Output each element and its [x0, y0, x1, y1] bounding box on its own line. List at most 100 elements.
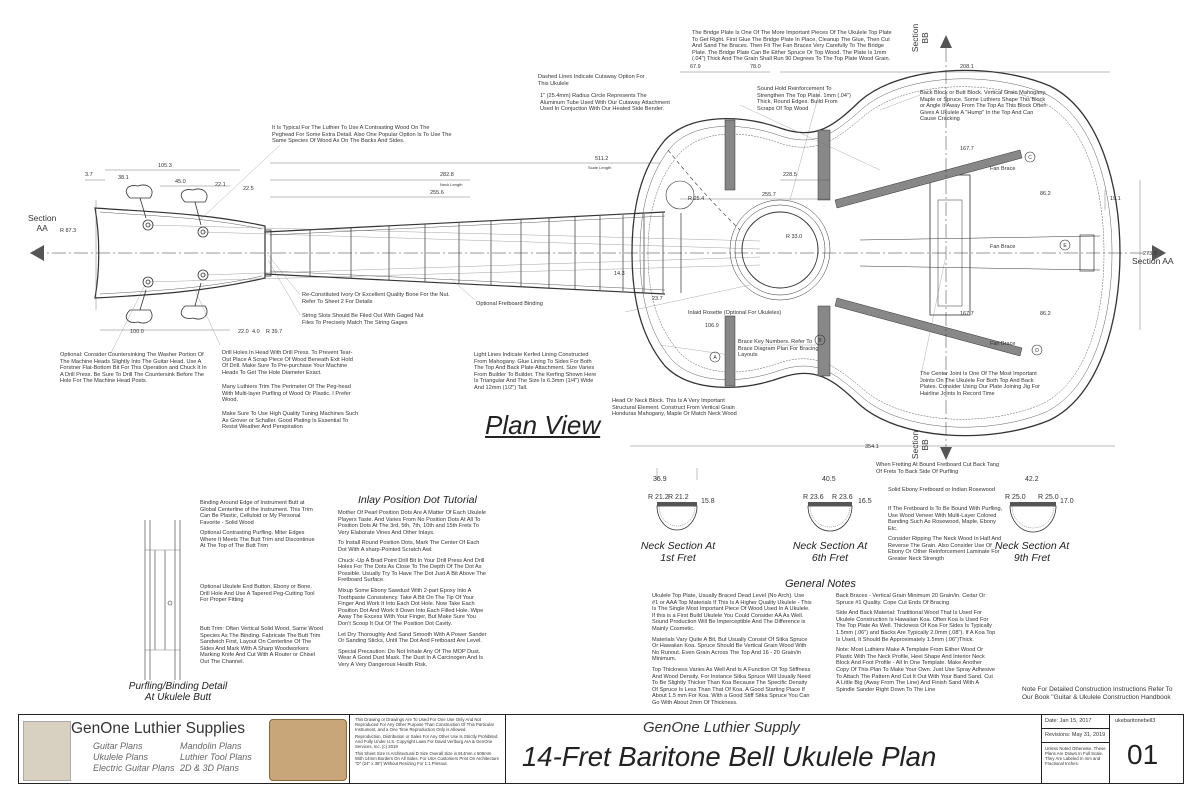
- inlay-p5: Let Dry Thoroughly And Sand Smooth With …: [338, 631, 487, 645]
- neck-section-9: [1009, 502, 1057, 533]
- svg-text:A: A: [713, 355, 717, 361]
- neck-section-1: [656, 468, 698, 531]
- supply-name: GenOne Luthier Supply: [643, 719, 800, 736]
- section-aa-right: Section AA: [1132, 256, 1174, 266]
- note-fretboard-bound: If The Fretboard Is To Be Bound With Pur…: [888, 506, 1003, 532]
- inlay-p2: To Install Round Position Dots, Mark The…: [338, 540, 480, 553]
- plan-revisions: Revisions: May 31, 2019: [1045, 732, 1106, 738]
- headstock-outline: [94, 207, 266, 299]
- link-electric-guitar-plans[interactable]: Electric Guitar Plans: [93, 763, 175, 773]
- svg-text:45.0: 45.0: [175, 179, 186, 185]
- link-luthier-tool-plans[interactable]: Luthier Tool Plans: [180, 752, 252, 762]
- svg-text:255.7: 255.7: [762, 192, 776, 198]
- neck-6-rleft: R 23.6: [803, 494, 824, 501]
- note-radius-circle: 1" (25.4mm) Radius Circle Represents The…: [540, 93, 670, 113]
- svg-text:167.7: 167.7: [960, 146, 974, 152]
- note-string-slots: String Slots Should Be Filed Out With Ga…: [302, 313, 424, 326]
- svg-text:Fan Brace: Fan Brace: [990, 166, 1015, 172]
- link-ukulele-plans[interactable]: Ukulele Plans: [93, 752, 149, 762]
- neck-section-1-title: Neck Section At 1st Fret: [640, 540, 716, 564]
- note-sound-hole: Sound Hold Reinforcement To Strengthen T…: [757, 86, 851, 112]
- note-end-button: Optional Ukulele End Button, Ebony or Bo…: [200, 584, 315, 604]
- sheet-number: 01: [1127, 739, 1159, 770]
- svg-text:22.0: 22.0: [238, 329, 249, 335]
- svg-text:167.7: 167.7: [960, 311, 974, 317]
- svg-text:86.2: 86.2: [1040, 311, 1051, 317]
- tuner-key-2: [180, 188, 208, 226]
- svg-text:354.1: 354.1: [865, 444, 879, 450]
- svg-text:67.9: 67.9: [690, 64, 701, 70]
- note-center-joint: The Center Joint Is One Of The Most Impo…: [920, 371, 1041, 397]
- svg-text:Neck Length: Neck Length: [440, 182, 462, 187]
- neck-9-depth: 17.0: [1060, 498, 1074, 505]
- svg-text:78.0: 78.0: [750, 64, 761, 70]
- svg-text:282.8: 282.8: [440, 172, 454, 178]
- note-fretboard-binding: Optional Fretboard Binding: [476, 301, 543, 307]
- plan-title: 14-Fret Baritone Bell Ukulele Plan: [522, 741, 937, 772]
- svg-text:R 87.3: R 87.3: [60, 228, 76, 234]
- svg-text:22.5: 22.5: [243, 186, 254, 192]
- note-contrasting-purfling: Optional Contrasting Purfling. Miter Edg…: [200, 530, 315, 550]
- svg-text:511.2: 511.2: [595, 156, 608, 162]
- neck-section-6-title: Neck Section At 6th Fret: [792, 540, 868, 564]
- svg-text:4.0: 4.0: [252, 329, 260, 335]
- note-kerfed-lining: Light Lines Indicate Kerfed Lining Const…: [474, 352, 597, 391]
- general-notes-col-1: Ukulele Top Plate, Usually Braced Dead L…: [652, 593, 812, 707]
- svg-text:Scale Length: Scale Length: [588, 165, 611, 170]
- body-outline: [631, 69, 1121, 437]
- link-mandolin-plans[interactable]: Mandolin Plans: [180, 741, 242, 751]
- title-block: GenOne Luthier Supplies Guitar Plans Uku…: [18, 714, 1184, 784]
- neck-1-rleft: R 21.2: [648, 494, 669, 501]
- section-aa-left: Section AA: [28, 213, 57, 233]
- note-contrasting-wood: It Is Typical For The Luthier To Use A C…: [272, 125, 452, 145]
- plan-drawing: 105.3 45.0 38.1 3.7 22.5 22.1 282.8 Neck…: [30, 35, 1166, 680]
- ukulele-photo: [269, 719, 347, 781]
- note-inlaid-rosette: Inlaid Rosette (Optional For Ukuleles): [688, 310, 782, 316]
- svg-text:14.3: 14.3: [614, 271, 625, 277]
- svg-text:3.7: 3.7: [85, 172, 93, 178]
- gn-c1p3: Top Thickness Varies As Well And Is A Fu…: [652, 666, 811, 706]
- disclaimer: This Drawing or Drawings Are To Used For…: [355, 717, 499, 766]
- svg-text:B: B: [818, 338, 822, 344]
- section-bb-top: Section BB: [910, 23, 931, 53]
- svg-text:100.0: 100.0: [130, 329, 144, 335]
- neck-6-depth: 16.5: [858, 498, 872, 505]
- svg-text:86.2: 86.2: [1040, 191, 1051, 197]
- tuner-key-4: [180, 282, 208, 320]
- neck-6-width: 40.5: [822, 476, 836, 483]
- svg-text:D: D: [1035, 348, 1039, 354]
- inlay-tutorial: Inlay Position Dot Tutorial Mother Of Pe…: [338, 494, 488, 668]
- gn-c1p1: Ukulele Top Plate, Usually Braced Dead L…: [652, 593, 812, 632]
- svg-text:208.1: 208.1: [960, 64, 974, 70]
- note-binding-around: Binding Around Edge of Instrument Butt a…: [200, 500, 313, 526]
- note-nut: Re-Constituted Ivory Or Excellent Qualit…: [302, 292, 450, 305]
- note-bridge-plate: The Bridge Plate Is One Of The More Impo…: [692, 30, 892, 63]
- neck-section-9-title: Neck Section At 9th Fret: [994, 540, 1070, 564]
- note-ripping-neck: Consider Ripping The Neck Wood In Half A…: [888, 536, 1002, 562]
- inlay-p4: Mixup Some Ebony Sawdust With 2-part Epo…: [338, 587, 484, 627]
- detailed-note: Note For Detailed Construction Instructi…: [1022, 686, 1173, 701]
- note-head-block: Head Or Neck Block. This Is A Very Impor…: [612, 398, 737, 418]
- svg-text:228.5: 228.5: [783, 172, 797, 178]
- note-many-luthiers: Many Luthiers Trim The Perimeter Of The …: [222, 384, 351, 404]
- company-name: GenOne Luthier Supplies: [71, 720, 246, 737]
- units-note: Unless Noted Otherwise, These Plans Are …: [1045, 746, 1106, 766]
- svg-text:Fan Brace: Fan Brace: [990, 341, 1015, 347]
- neck-1-width: 36.9: [653, 476, 667, 483]
- svg-text:R 25.4: R 25.4: [688, 196, 704, 202]
- inlay-p3: Chuck -Up A Brad Point Drill Bit In Your…: [338, 557, 486, 584]
- note-butt-trim: Butt Trim: Often Vertical Solid Wood, Sa…: [200, 626, 323, 665]
- gn-c2p2: Side And Back Material: Traditional Wood…: [836, 610, 996, 643]
- note-fretting: When Fretting At Bound Fretboard Cut Bac…: [876, 462, 1000, 475]
- tuner-key-1: [125, 184, 153, 219]
- tuner-key-3: [125, 289, 153, 324]
- section-bb-bottom: Section BB: [910, 430, 931, 460]
- plan-view-title: Plan View: [485, 410, 601, 440]
- general-notes-title: General Notes: [785, 578, 856, 590]
- link-2d3d-plans[interactable]: 2D & 3D Plans: [180, 763, 240, 773]
- svg-text:273.9: 273.9: [1143, 251, 1157, 257]
- note-solid-ebony: Solid Ebony Fretboard or Indian Rosewood: [888, 487, 995, 493]
- svg-text:Fan Brace: Fan Brace: [990, 244, 1015, 250]
- neck-1-rright: R 21.2: [668, 494, 689, 501]
- link-guitar-plans[interactable]: Guitar Plans: [93, 741, 143, 751]
